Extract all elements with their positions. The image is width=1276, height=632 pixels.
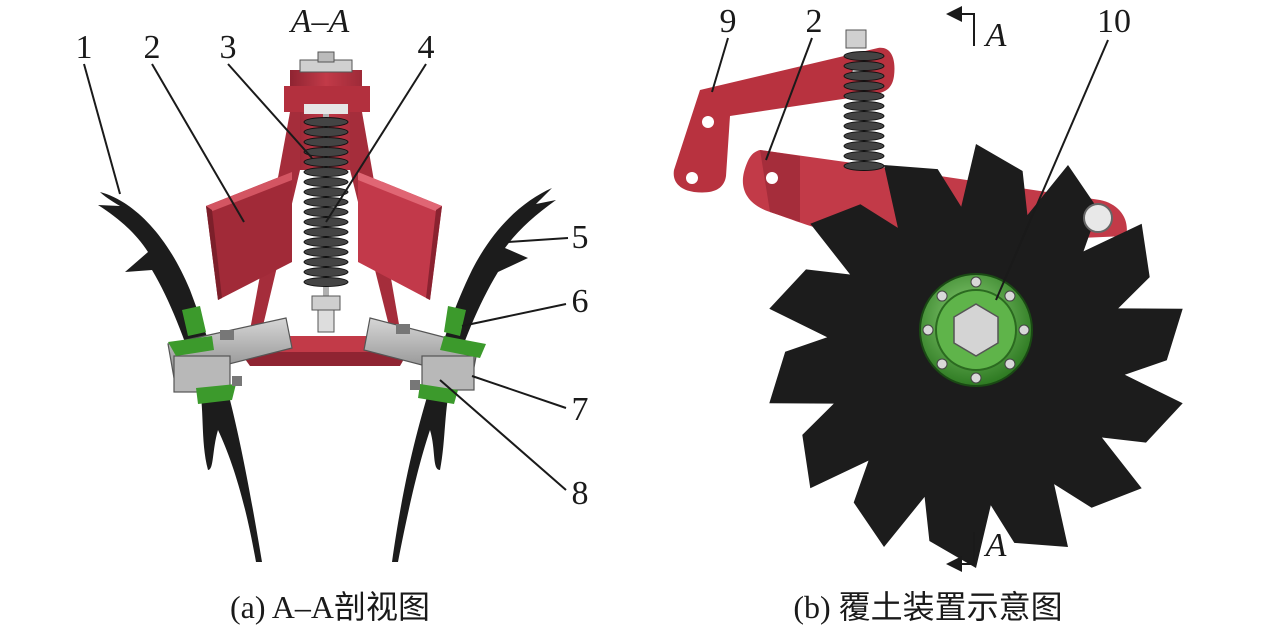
section-title: A–A <box>289 3 350 40</box>
svg-text:A: A <box>984 527 1007 564</box>
hub-bolt <box>1004 290 1016 302</box>
hub-bolt <box>936 290 948 302</box>
spring-coil <box>843 61 885 71</box>
hub-nut <box>953 303 999 357</box>
label-3: 3 <box>220 29 237 66</box>
left-retaining-clip <box>182 306 206 336</box>
panel-b-device-view <box>673 29 1183 568</box>
bearing-hub <box>919 273 1033 387</box>
spring-coil <box>303 227 349 237</box>
right-bearing-assembly <box>363 317 486 404</box>
panel-a-labels: A–A 1 2 3 4 5 6 7 8 <box>76 3 589 512</box>
caption-a: (a) A–A剖视图 <box>230 589 430 625</box>
section-mark-bottom: A <box>946 527 1007 572</box>
svg-text:A: A <box>984 17 1007 54</box>
right-wing-plate <box>358 172 442 300</box>
spring-coil <box>303 147 349 157</box>
spring-coil <box>303 157 349 167</box>
spring-coil <box>843 121 885 131</box>
spring-coil <box>843 81 885 91</box>
label-7: 7 <box>572 391 589 428</box>
spring-coil <box>843 111 885 121</box>
label-1: 1 <box>76 29 93 66</box>
hub-bolt <box>922 324 934 336</box>
upper-link-arm <box>673 47 895 193</box>
hub-bolt <box>970 372 982 384</box>
label-9: 9 <box>720 3 737 40</box>
spring-coil <box>843 161 885 171</box>
compression-spring <box>303 114 349 333</box>
label-5: 5 <box>572 219 589 256</box>
left-wing-plate <box>206 172 292 300</box>
label-2: 2 <box>144 29 161 66</box>
label-6: 6 <box>572 283 589 320</box>
panel-b-labels: 9 2 10 A A <box>711 3 1131 572</box>
spring-coil <box>303 137 349 147</box>
label-8: 8 <box>572 475 589 512</box>
spring-coil <box>303 237 349 247</box>
spring-coil <box>843 51 885 61</box>
spring-coil <box>303 187 349 197</box>
spring-coil <box>303 277 349 287</box>
hub-bolt <box>1018 324 1030 336</box>
section-mark-top: A <box>946 6 1007 54</box>
spring-coil <box>303 177 349 187</box>
spring-coil <box>843 131 885 141</box>
panel-b-spring <box>843 29 885 171</box>
spring-coil <box>843 141 885 151</box>
spring-coil <box>303 257 349 267</box>
spring-coil <box>843 101 885 111</box>
spring-coil <box>303 267 349 277</box>
panel-a-section-view <box>98 51 556 562</box>
spring-coil <box>303 167 349 177</box>
label-2-b: 2 <box>806 3 823 40</box>
hub-bolt <box>1004 358 1016 370</box>
left-bearing-assembly <box>167 317 293 404</box>
spring-coil <box>303 247 349 257</box>
right-retaining-clip <box>444 306 466 336</box>
label-10: 10 <box>1097 3 1131 40</box>
spring-coil <box>843 91 885 101</box>
spring-coil <box>843 151 885 161</box>
spring-coil <box>303 207 349 217</box>
hub-bolt <box>970 276 982 288</box>
spring-coil <box>303 127 349 137</box>
spring-coil <box>303 117 349 127</box>
spring-coil <box>843 71 885 81</box>
caption-b: (b) 覆土装置示意图 <box>793 589 1062 625</box>
label-4: 4 <box>418 29 435 66</box>
bracket-bolt <box>1083 203 1113 233</box>
hub-bolt <box>936 358 948 370</box>
